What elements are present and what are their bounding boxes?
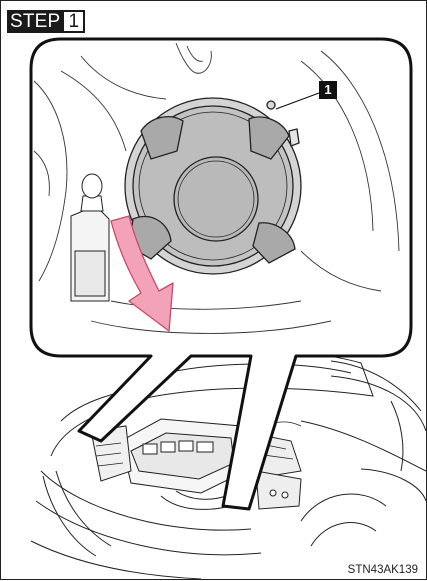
callout-label: 1 bbox=[319, 81, 337, 99]
step-indicator: STEP 1 bbox=[7, 10, 85, 33]
step-label: STEP bbox=[7, 10, 64, 33]
figure-code: STN43AK139 bbox=[346, 564, 420, 576]
step-number: 1 bbox=[64, 10, 85, 33]
